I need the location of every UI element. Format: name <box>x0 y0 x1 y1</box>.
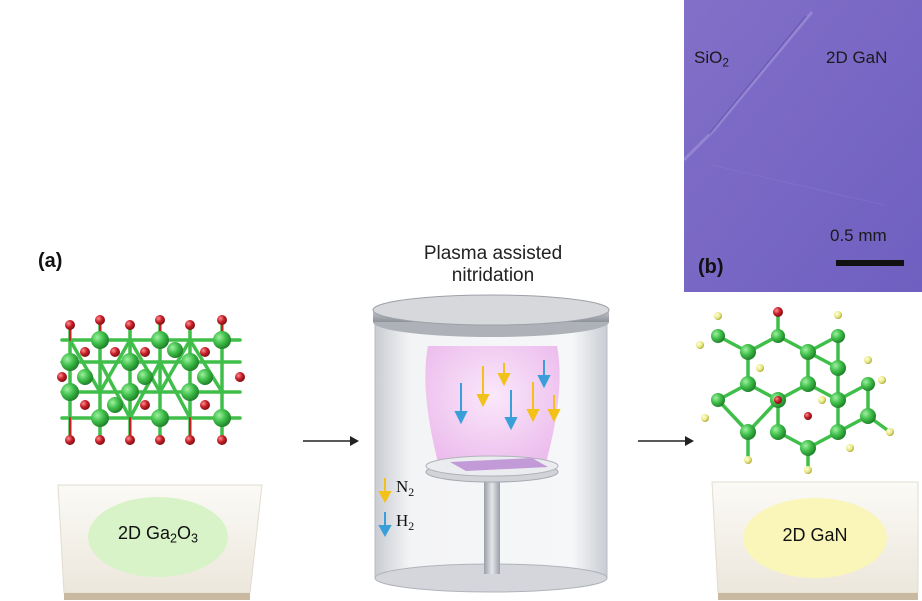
gan-label: 2D GaN <box>826 48 888 67</box>
ga2o3-lattice <box>57 315 245 445</box>
scale-bar-label: 0.5 mm <box>830 226 887 245</box>
ga2o3-flake <box>88 497 228 577</box>
sample-wafer <box>450 458 548 471</box>
plasma-reactor <box>372 294 610 593</box>
legend-h2-icon <box>378 512 392 538</box>
legend-h2-label: H2 <box>396 511 415 533</box>
process-arrow-1 <box>303 436 359 446</box>
ga2o3-sample-label: 2D Ga2O3 <box>117 523 199 546</box>
process-arrow-2 <box>638 436 694 446</box>
micrograph-panel: SiO2 2D GaN 0.5 mm <box>684 0 922 292</box>
panel-label-a: (a) <box>38 250 63 272</box>
scale-bar <box>836 260 904 266</box>
process-title-line2: nitridation <box>451 265 535 286</box>
gan-substrate <box>711 481 919 600</box>
ga2o3-substrate <box>57 484 263 600</box>
legend-n2-icon <box>378 478 392 504</box>
gan-sample-label: 2D GaN <box>782 525 848 545</box>
gas-flow-arrows <box>454 360 561 431</box>
process-title-line1: Plasma assisted <box>423 243 563 264</box>
panel-label-b: (b) <box>698 256 724 278</box>
sio2-label: SiO2 <box>694 48 729 70</box>
micrograph-texture <box>684 0 922 292</box>
sample-stage-pole <box>484 476 500 574</box>
flake-edge <box>684 11 814 162</box>
plasma-region <box>425 346 560 470</box>
legend-n2-label: N2 <box>396 477 415 499</box>
process-title: Plasma assisted nitridation <box>378 243 608 287</box>
gan-lattice <box>696 307 894 474</box>
gan-flake <box>743 498 887 578</box>
